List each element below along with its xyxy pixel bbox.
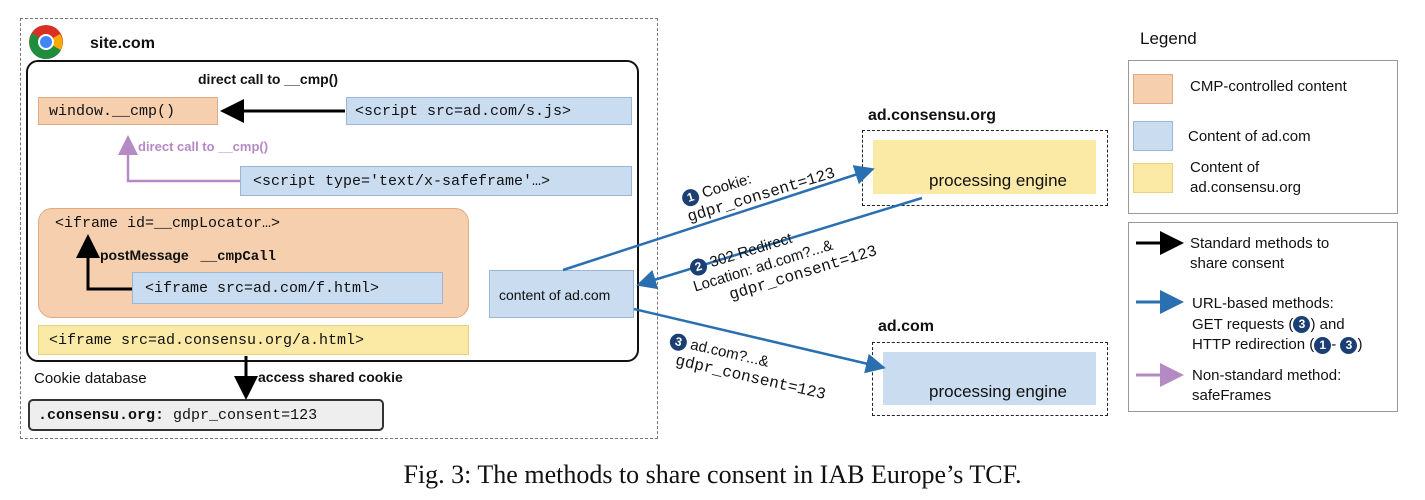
adcom-title: ad.com [878, 318, 935, 335]
window-cmp-box: window.__cmp() [38, 97, 218, 125]
legend-nonstandard-label: Non-standard method: safeFrames [1192, 367, 1342, 405]
content-of-ad-box: content of ad.com [489, 270, 634, 318]
iframe-consensu-text: <iframe src=ad.consensu.org/a.html> [49, 332, 365, 349]
script-safeframe-text: <script type='text/x-safeframe'…> [253, 173, 551, 190]
consensu-title: ad.consensu.org [868, 107, 997, 124]
legend-swatch-yellow [1133, 163, 1173, 193]
cmp-locator-text: <iframe id=__cmpLocator…> [55, 215, 281, 232]
script-safeframe-box: <script type='text/x-safeframe'…> [240, 166, 632, 196]
cookie-db-label: Cookie database [34, 370, 147, 387]
window-cmp-text: window.__cmp() [49, 103, 176, 120]
site-title: site.com [90, 35, 155, 52]
legend-ad-label: Content of ad.com [1188, 128, 1311, 145]
script-ad-text: <script src=ad.com/s.js> [355, 103, 572, 120]
legend-url-label: URL-based methods: GET requests (3) and … [1192, 295, 1363, 354]
consensu-engine-box: processing engine [873, 140, 1096, 194]
step3-badge: 3 [668, 332, 689, 353]
content-of-ad-text: content of ad.com [499, 287, 611, 303]
legend-colors-box [1128, 60, 1398, 214]
direct-call-label: direct call to __cmp() [198, 71, 339, 87]
iframe-ad-text: <iframe src=ad.com/f.html> [145, 280, 380, 297]
iframe-consensu-box: <iframe src=ad.consensu.org/a.html> [38, 325, 469, 355]
legend-standard-label: Standard methods to share consent [1190, 235, 1330, 273]
legend-swatch-blue [1133, 121, 1173, 151]
legend-swatch-orange [1133, 74, 1173, 104]
legend-consensu-label: Content of ad.consensu.org [1190, 159, 1301, 197]
adcom-engine-text: processing engine [929, 382, 1067, 401]
cookie-db-box: .consensu.org: gdpr_consent=123 [28, 399, 384, 431]
adcom-engine-box: processing engine [883, 352, 1096, 405]
chrome-icon [28, 24, 64, 60]
postmessage-label: postMessage __cmpCall [100, 247, 276, 265]
figure-caption: Fig. 3: The methods to share consent in … [403, 460, 1022, 489]
consensu-engine-text: processing engine [929, 171, 1067, 190]
legend-step3-badge: 3 [1293, 316, 1311, 334]
cookie-value: gdpr_consent=123 [173, 407, 318, 424]
adcom-server-box [872, 342, 1108, 416]
legend-cmp-label: CMP-controlled content [1190, 78, 1347, 95]
iframe-ad-box: <iframe src=ad.com/f.html> [132, 272, 443, 304]
legend-step3b-badge: 3 [1340, 336, 1358, 354]
direct-call-purple-label: direct call to __cmp() [138, 139, 269, 154]
script-ad-box: <script src=ad.com/s.js> [346, 97, 632, 125]
legend-title: Legend [1140, 29, 1197, 48]
cookie-key: .consensu.org: [38, 407, 165, 424]
legend-methods-box [1128, 222, 1398, 412]
access-cookie-label: access shared cookie [258, 369, 403, 385]
legend-step1-badge: 1 [1314, 336, 1332, 354]
